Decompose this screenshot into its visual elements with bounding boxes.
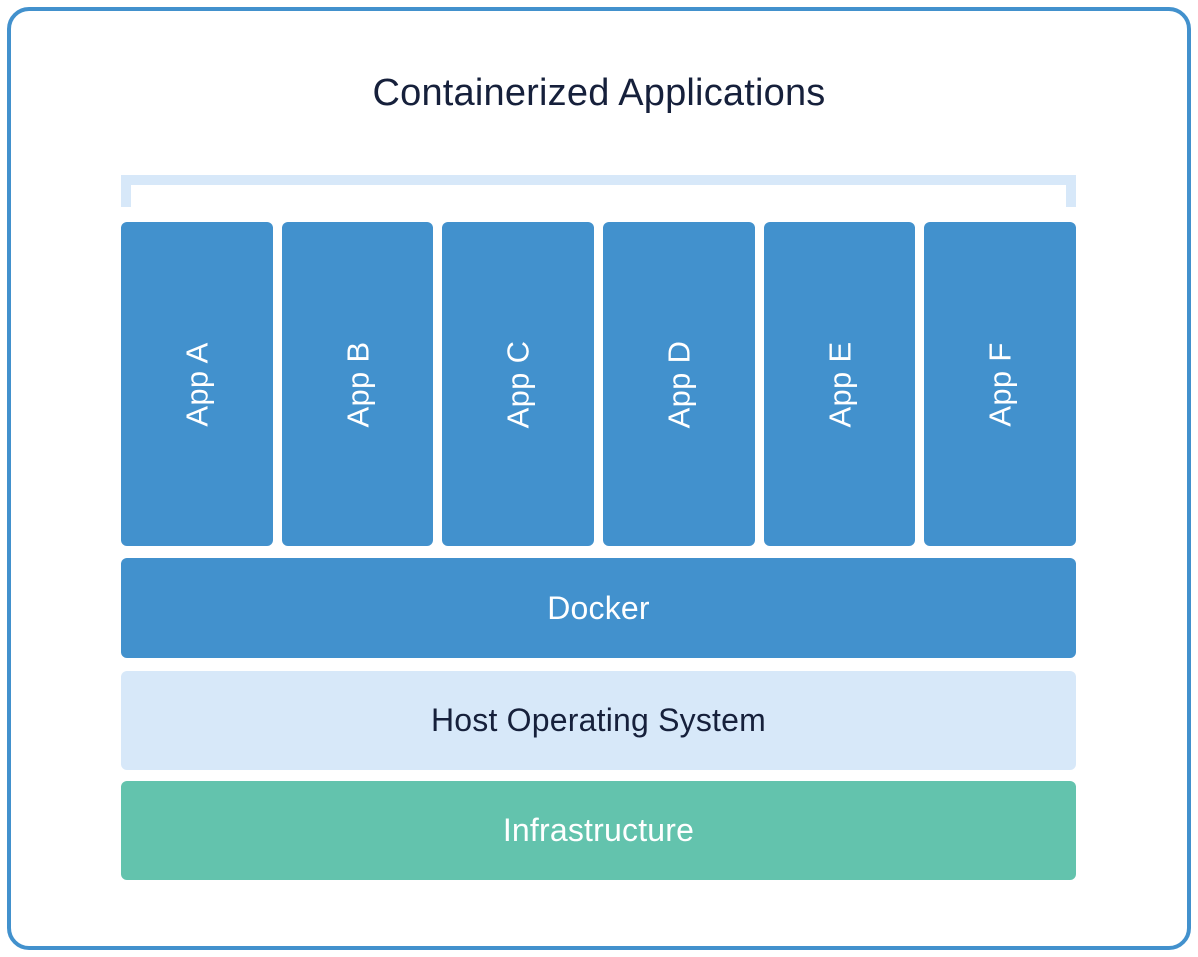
layer-host-operating-system[interactable]: Host Operating System (121, 671, 1076, 770)
app-container-a-label: App A (179, 341, 215, 427)
layer-infrastructure[interactable]: Infrastructure (121, 781, 1076, 880)
app-container-c[interactable]: App C (442, 222, 595, 546)
app-container-d-label: App D (661, 340, 697, 428)
layer-docker[interactable]: Docker (121, 558, 1076, 658)
app-container-f[interactable]: App F (924, 222, 1077, 546)
containerized-applications-bracket (121, 175, 1076, 207)
app-container-f-label: App F (982, 341, 1018, 427)
layer-infrastructure-label: Infrastructure (502, 812, 695, 848)
app-container-b-label: App B (340, 341, 376, 427)
app-container-a[interactable]: App A (121, 222, 273, 546)
app-container-e-label: App E (822, 341, 858, 427)
layer-docker-label: Docker (547, 589, 650, 626)
app-container-b[interactable]: App B (281, 222, 434, 546)
app-container-c-label: App C (500, 340, 536, 428)
page-title: Containerized Applications (372, 72, 826, 114)
app-container-e[interactable]: App E (763, 222, 916, 546)
app-container-row: App A App B App C App D App E App F (121, 222, 1077, 546)
app-container-d[interactable]: App D (603, 222, 755, 546)
layer-host-operating-system-label: Host Operating System (431, 702, 766, 738)
